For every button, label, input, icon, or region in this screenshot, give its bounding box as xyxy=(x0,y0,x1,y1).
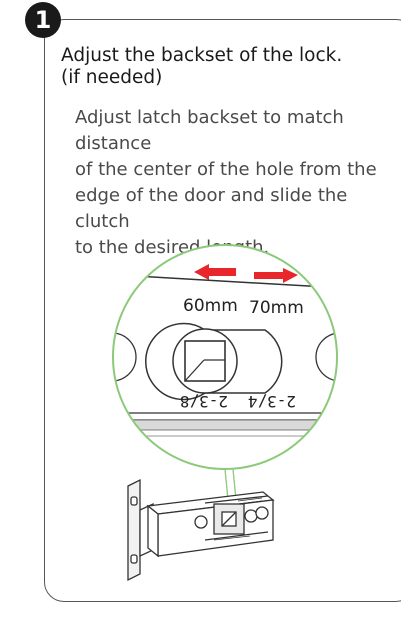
right-arrow-icon xyxy=(254,268,298,283)
zoom-connector xyxy=(224,468,229,501)
step-title: Adjust the backset of the lock. (if need… xyxy=(61,45,343,88)
latch-closeup xyxy=(113,245,337,469)
side-hole-left xyxy=(113,332,137,382)
label-2-3-4: 2-3/4 xyxy=(248,392,296,411)
side-hole-right xyxy=(315,332,337,382)
step-number-badge: 1 xyxy=(25,2,61,38)
step-card xyxy=(44,19,401,602)
left-arrow-icon xyxy=(194,264,236,280)
label-60mm: 60mm xyxy=(183,296,238,316)
label-2-3-8: 2-3/8 xyxy=(180,392,228,411)
latch-assembly xyxy=(127,478,275,582)
label-70mm: 70mm xyxy=(249,298,304,318)
step-instructions: Adjust latch backset to match distance o… xyxy=(75,107,377,258)
